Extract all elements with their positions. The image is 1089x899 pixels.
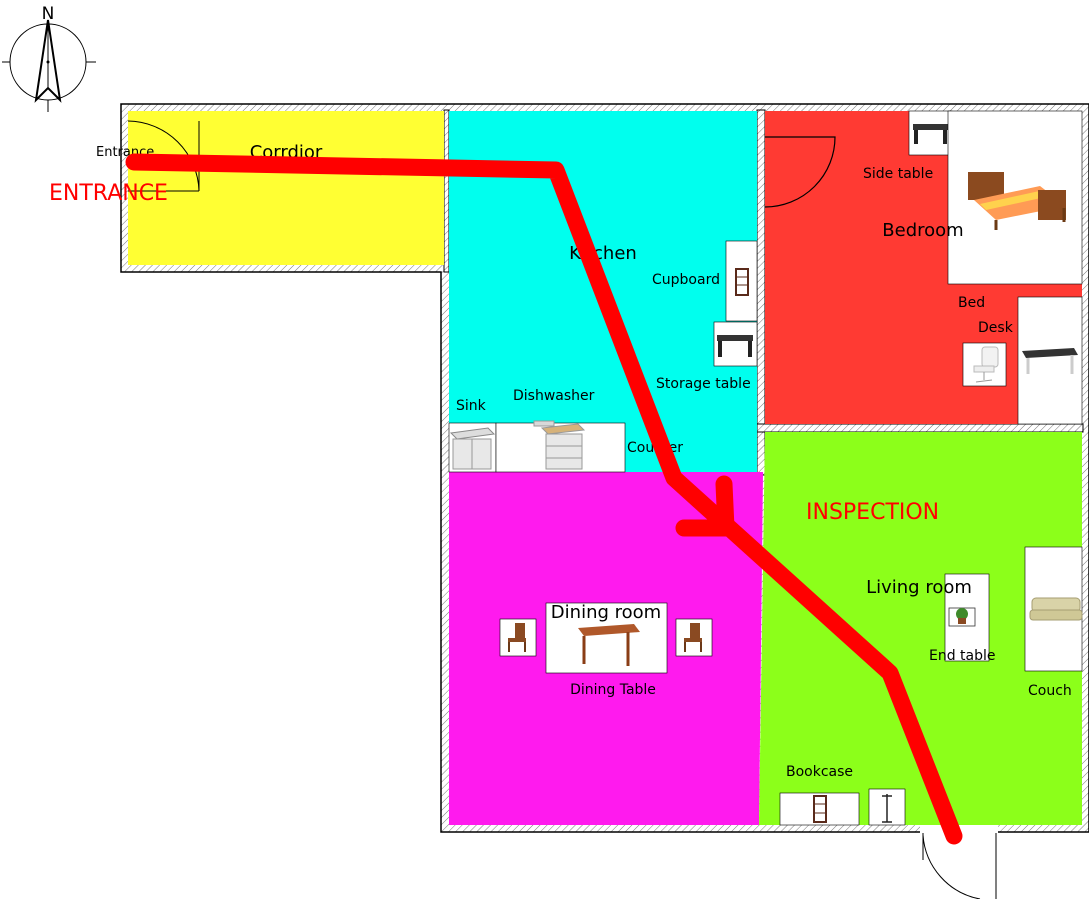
annotation-entrance: ENTRANCE: [49, 181, 168, 206]
end-table: [944, 573, 990, 662]
room-corridor: [128, 111, 444, 265]
wall-corridor-kitchen: [443, 109, 450, 273]
desk: [1017, 296, 1083, 425]
label-bed: Bed: [958, 295, 985, 311]
wall-bedroom-living: [756, 423, 1084, 433]
counter: [495, 420, 626, 473]
dining-chair-left: [499, 618, 537, 657]
label-dishwasher: Dishwasher: [513, 388, 595, 404]
compass-north-label: N: [42, 4, 55, 24]
compass-icon: N: [2, 4, 96, 112]
label-desk: Desk: [978, 320, 1014, 336]
label-sink: Sink: [456, 398, 487, 414]
room-label-living: Living room: [866, 577, 972, 598]
dining-chair-right: [675, 618, 713, 657]
label-couch: Couch: [1028, 683, 1072, 699]
coat-rack: [868, 788, 906, 826]
dining-table: [545, 602, 668, 674]
label-cupboard: Cupboard: [652, 272, 720, 288]
label-bookcase: Bookcase: [786, 764, 853, 780]
wall-kitchen-bedroom: [756, 109, 766, 476]
label-end-table: End table: [929, 648, 996, 664]
side-table: [908, 110, 953, 156]
cupboard: [725, 240, 758, 322]
room-living: [759, 432, 1082, 825]
route-arrowhead: [675, 475, 735, 537]
couch: [1024, 546, 1083, 672]
annotation-inspection: INSPECTION: [806, 500, 939, 525]
bed: [947, 110, 1083, 285]
sink: [448, 422, 497, 473]
desk-chair: [962, 342, 1007, 387]
room-label-dining: Dining room: [551, 602, 661, 623]
bedroom-door: [764, 136, 836, 208]
label-storage-table: Storage table: [656, 376, 751, 392]
label-side-table: Side table: [863, 166, 933, 182]
room-label-bedroom: Bedroom: [882, 220, 963, 241]
bookcase: [779, 792, 860, 826]
label-dining-table: Dining Table: [570, 682, 656, 698]
inspection-route: [125, 153, 963, 845]
storage-table: [713, 321, 758, 367]
